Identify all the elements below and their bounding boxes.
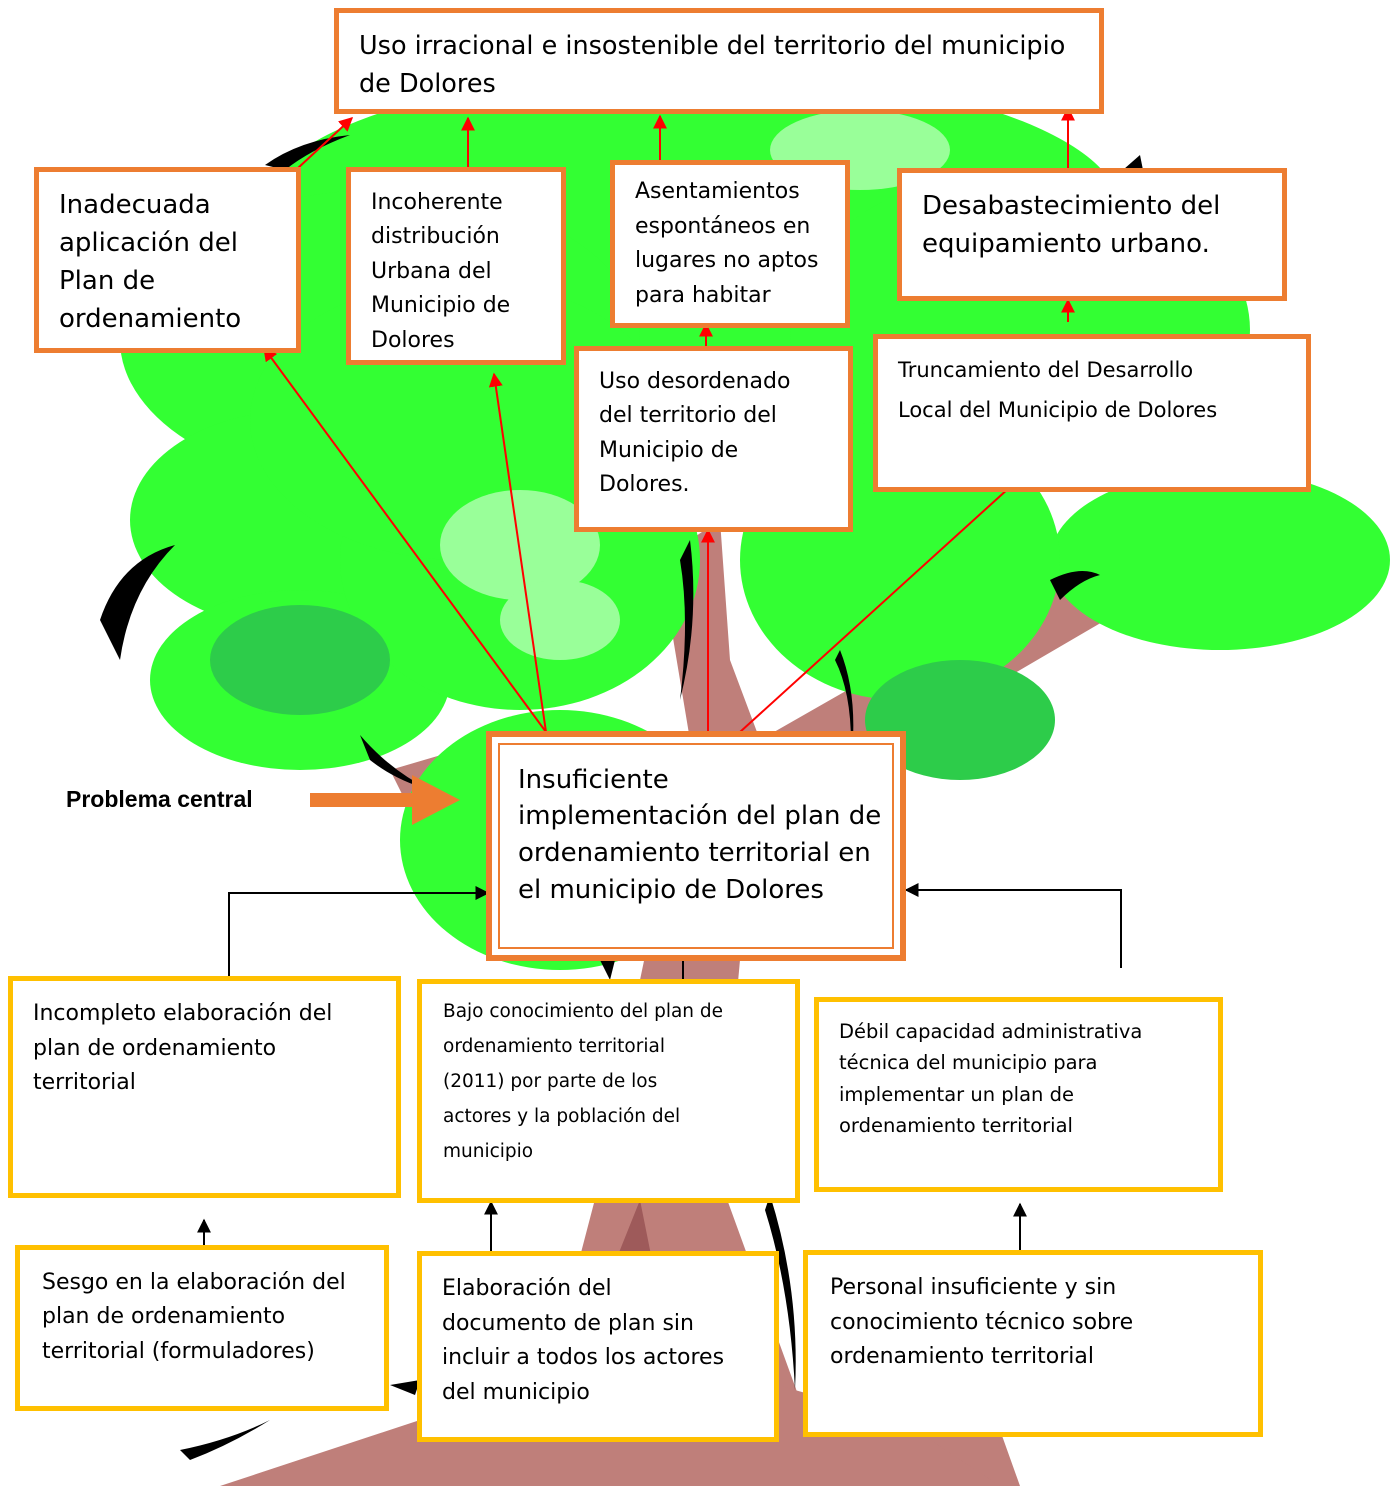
cause-3-line-3: implementar un plan de xyxy=(839,1083,1074,1106)
central-problem-label: Problema central xyxy=(66,786,253,812)
root-2-line-3: incluir a todos los actores xyxy=(442,1345,725,1370)
effect-3-line-2: espontáneos en xyxy=(635,214,811,239)
cause-2-line-2: ordenamiento territorial xyxy=(443,1036,665,1057)
effect-3-line-3: lugares no aptos xyxy=(635,248,819,273)
root-cause-box-1: Sesgo en la elaboración del plan de orde… xyxy=(15,1245,389,1411)
cause-3-line-1: Débil capacidad administrativa xyxy=(839,1020,1143,1043)
effect-1-line-4: ordenamiento xyxy=(59,304,242,334)
cause-box-2: Bajo conocimiento del plan de ordenamien… xyxy=(417,979,800,1203)
effect-main-box: Uso irracional e insostenible del territ… xyxy=(334,8,1104,114)
effect-box-4: Desabastecimiento del equipamiento urban… xyxy=(897,168,1287,301)
cause-2-line-1: Bajo conocimiento del plan de xyxy=(443,1001,724,1022)
effect-5-line-1: Uso desordenado xyxy=(599,369,791,394)
effect-1-line-2: aplicación del xyxy=(59,228,239,258)
root-cause-box-2: Elaboración del documento de plan sin in… xyxy=(417,1251,779,1442)
central-line-1: Insuficiente xyxy=(518,765,669,795)
effect-2-line-1: Incoherente xyxy=(371,190,503,215)
effect-main-text: Uso irracional e insostenible del territ… xyxy=(359,31,1066,99)
root-2-line-4: del municipio xyxy=(442,1380,590,1405)
effect-5-line-2: del territorio del xyxy=(599,403,777,428)
cause-box-3: Débil capacidad administrativa técnica d… xyxy=(814,997,1223,1192)
effect-5-line-3: Municipio de xyxy=(599,438,739,463)
cause-3-line-4: ordenamiento territorial xyxy=(839,1114,1073,1137)
root-1-line-1: Sesgo en la elaboración del xyxy=(42,1270,346,1295)
root-2-line-2: documento de plan sin xyxy=(442,1311,694,1336)
effect-4-line-2: equipamiento urbano. xyxy=(922,229,1210,259)
cause-2-line-4: actores y la población del xyxy=(443,1106,681,1127)
effect-2-line-5: Dolores xyxy=(371,328,455,353)
effect-1-line-1: Inadecuada xyxy=(59,190,211,220)
central-problem-inner-border xyxy=(498,743,894,949)
root-1-line-3: territorial (formuladores) xyxy=(42,1339,315,1364)
effect-2-line-4: Municipio de xyxy=(371,293,511,318)
central-line-2: implementación del plan de xyxy=(518,801,882,831)
cause-box-1: Incompleto elaboración del plan de orden… xyxy=(8,976,401,1198)
effect-box-2: Incoherente distribución Urbana del Muni… xyxy=(346,167,566,365)
effect-2-line-2: distribución xyxy=(371,224,500,249)
cause-2-line-5: municipio xyxy=(443,1141,534,1162)
cause-1-line-1: Incompleto elaboración del xyxy=(33,1001,333,1026)
cause-1-line-3: territorial xyxy=(33,1070,136,1095)
root-2-line-1: Elaboración del xyxy=(442,1276,612,1301)
effect-4-line-1: Desabastecimiento del xyxy=(922,191,1221,221)
cause-3-line-2: técnica del municipio para xyxy=(839,1051,1098,1074)
root-3-line-3: ordenamiento territorial xyxy=(830,1344,1094,1369)
effect-box-5: Uso desordenado del territorio del Munic… xyxy=(574,346,853,532)
central-line-3: ordenamiento territorial en xyxy=(518,838,871,868)
effect-3-line-4: para habitar xyxy=(635,283,771,308)
effect-1-line-3: Plan de xyxy=(59,266,156,296)
effect-6-line-2: Local del Municipio de Dolores xyxy=(898,398,1218,422)
root-3-line-1: Personal insuficiente y sin xyxy=(830,1275,1117,1300)
effect-box-3: Asentamientos espontáneos en lugares no … xyxy=(610,160,850,328)
cause-2-line-3: (2011) por parte de los xyxy=(443,1071,658,1092)
root-3-line-2: conocimiento técnico sobre xyxy=(830,1310,1134,1335)
effect-box-1: Inadecuada aplicación del Plan de ordena… xyxy=(34,167,301,353)
effect-2-line-3: Urbana del xyxy=(371,259,492,284)
central-problem-box: Insuficiente implementación del plan de … xyxy=(486,731,906,961)
effect-box-6: Truncamiento del Desarrollo Local del Mu… xyxy=(873,334,1311,492)
effect-6-line-1: Truncamiento del Desarrollo xyxy=(898,358,1194,382)
root-cause-box-3: Personal insuficiente y sin conocimiento… xyxy=(803,1250,1263,1437)
central-line-4: el municipio de Dolores xyxy=(518,875,824,905)
root-1-line-2: plan de ordenamiento xyxy=(42,1304,286,1329)
cause-1-line-2: plan de ordenamiento xyxy=(33,1036,277,1061)
effect-5-line-4: Dolores. xyxy=(599,472,690,497)
effect-3-line-1: Asentamientos xyxy=(635,179,800,204)
